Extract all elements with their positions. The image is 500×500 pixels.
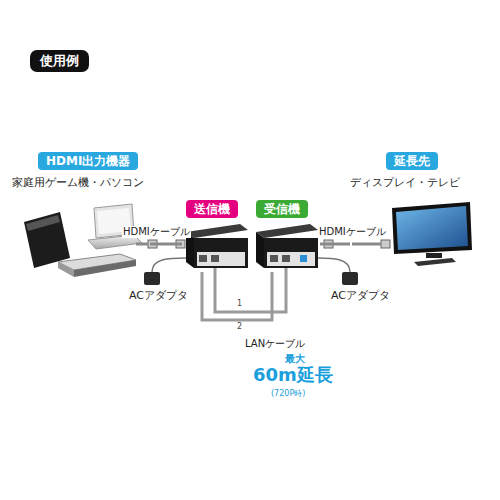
hdmi-cable bbox=[352, 243, 381, 246]
hdmi-plug bbox=[381, 240, 390, 248]
title-badge: 使用例 bbox=[30, 50, 89, 72]
cable-label: HDMIケーブル bbox=[318, 226, 387, 238]
device-caption: 家庭用ゲーム機・パソコン bbox=[12, 176, 150, 189]
distance-condition: (720P時) bbox=[270, 389, 306, 398]
cable-label: LANケーブル bbox=[244, 338, 306, 350]
transmitter-unit bbox=[186, 224, 248, 268]
ac-adapter bbox=[144, 258, 186, 285]
cable-label: HDMIケーブル bbox=[122, 226, 191, 238]
category-badge: 延長先 bbox=[386, 152, 438, 170]
receiver-unit bbox=[256, 224, 318, 268]
hdmi-cable bbox=[150, 243, 182, 246]
cable-number: 1 bbox=[236, 299, 243, 308]
device-group: 延長先ディスプレイ・テレビ bbox=[350, 150, 480, 262]
adapter-label: ACアダプタ bbox=[128, 290, 189, 303]
distance-value: 60m延長 bbox=[252, 365, 334, 386]
device-caption: ディスプレイ・テレビ bbox=[350, 176, 480, 189]
hdmi-cable bbox=[136, 243, 148, 246]
disc-player bbox=[58, 254, 136, 277]
television bbox=[392, 202, 472, 266]
lan-cable bbox=[202, 272, 272, 320]
distance-note: 最大 bbox=[284, 353, 306, 365]
hdmi-cable bbox=[320, 243, 350, 246]
cable-number: 2 bbox=[236, 322, 243, 331]
unit-badge: 受信機 bbox=[256, 200, 308, 218]
device-group: HDMI出力機器家庭用ゲーム機・パソコン bbox=[12, 150, 150, 285]
device-group: 受信機 bbox=[252, 198, 320, 272]
adapter-label: ACアダプタ bbox=[330, 290, 391, 303]
ac-adapter bbox=[318, 258, 358, 285]
game-console bbox=[24, 212, 70, 268]
device-group: 送信機 bbox=[182, 198, 250, 272]
unit-badge: 送信機 bbox=[186, 200, 238, 218]
category-badge: HDMI出力機器 bbox=[38, 152, 138, 170]
lan-cable bbox=[215, 268, 286, 312]
